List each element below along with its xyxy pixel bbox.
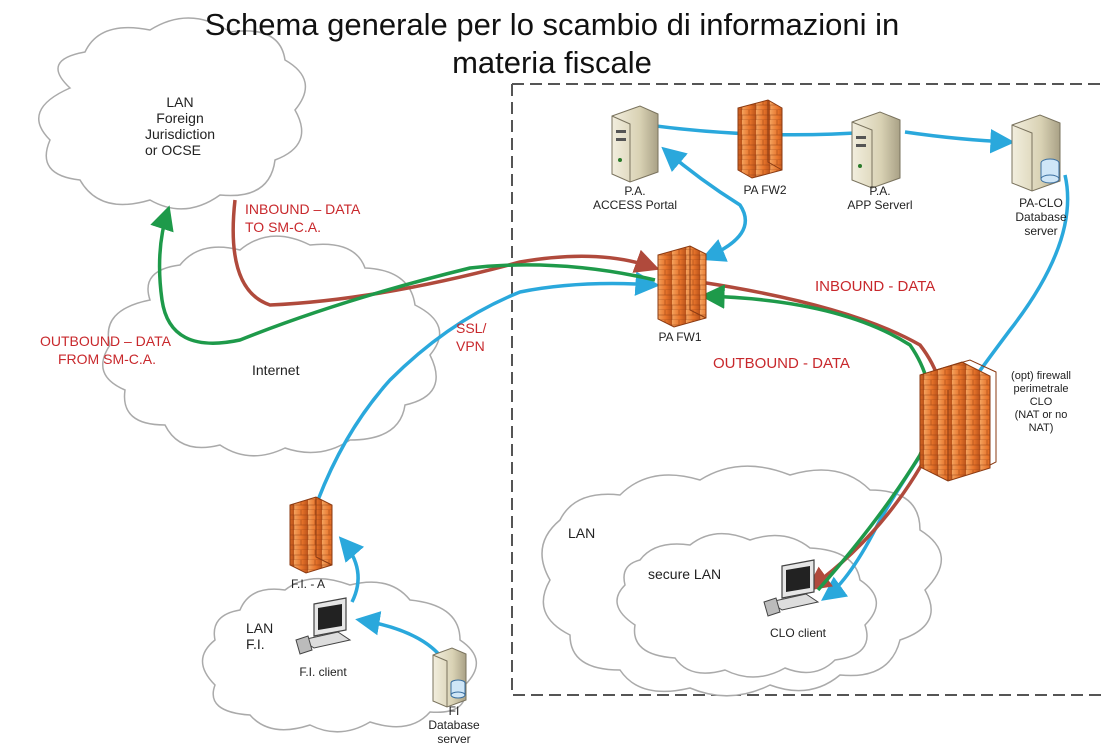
cloud-internet-label: Internet <box>252 362 300 378</box>
flow-inbound-data-label: INBOUND - DATA <box>815 278 936 295</box>
pa-access-portal-label: P.A. ACCESS Portal <box>592 184 678 212</box>
clo-client-label: CLO client <box>769 626 827 640</box>
cloud-clo-lan-label: LAN <box>568 525 596 541</box>
fi-database-server-icon <box>432 647 467 708</box>
flow-blue-server-db <box>904 128 1015 154</box>
pa-fw2-firewall-icon <box>737 99 783 179</box>
pa-boundary-dashed <box>511 83 1104 696</box>
fi-client-label: F.I. client <box>299 665 347 679</box>
fi-a-label: F.I. - A <box>290 577 325 591</box>
flow-blue-fi-db-client <box>355 611 444 660</box>
flow-outbound-from-label: OUTBOUND – DATA FROM SM-C.A. <box>40 333 171 367</box>
fi-client-workstation-icon <box>295 597 352 655</box>
opt-firewall-clo-icon <box>919 359 997 482</box>
pa-clo-db-label: PA-CLO Database server <box>1015 196 1067 238</box>
pa-fw1-label: PA FW1 <box>658 330 702 344</box>
pa-access-portal-server-icon <box>611 105 659 183</box>
cloud-internet <box>102 235 441 457</box>
pa-fw2-label: PA FW2 <box>743 183 787 197</box>
pa-app-server-label: P.A. APP Serverl <box>847 184 913 212</box>
flow-outbound-data-label: OUTBOUND - DATA <box>713 355 850 372</box>
cloud-secure-lan <box>616 532 877 678</box>
cloud-lan-fi <box>201 577 477 733</box>
pa-clo-database-server-icon <box>1011 114 1061 192</box>
clo-client-workstation-icon <box>763 559 820 617</box>
cloud-foreign-jurisdiction <box>38 17 307 210</box>
diagram-title-line2: materia fiscale <box>452 45 652 80</box>
cloud-lan-fi-label: LAN F.I. <box>246 620 274 652</box>
flow-inbound-to-label: INBOUND – DATA TO SM-C.A. <box>245 201 361 235</box>
opt-firewall-label: (opt) firewall perimetrale CLO (NAT or n… <box>1011 370 1071 434</box>
flow-green-outbound-foreign <box>150 205 656 345</box>
pa-app-server-icon <box>851 111 901 189</box>
flow-blue-portal-fw1 <box>661 146 747 262</box>
flow-ssl-vpn-label: SSL/ VPN <box>456 320 487 354</box>
diagram-title-line1: Schema generale per lo scambio di inform… <box>204 7 900 42</box>
flow-blue-fi-client-a <box>338 536 365 603</box>
flow-blue-ssl-vpn <box>316 271 660 501</box>
pa-fw1-firewall-icon <box>657 245 707 328</box>
fi-a-firewall-icon <box>289 496 333 574</box>
cloud-secure-lan-label: secure LAN <box>648 566 722 582</box>
cloud-foreign-label: LAN Foreign Jurisdiction or OCSE <box>144 94 216 158</box>
fi-db-label: FI Database server <box>428 704 480 746</box>
